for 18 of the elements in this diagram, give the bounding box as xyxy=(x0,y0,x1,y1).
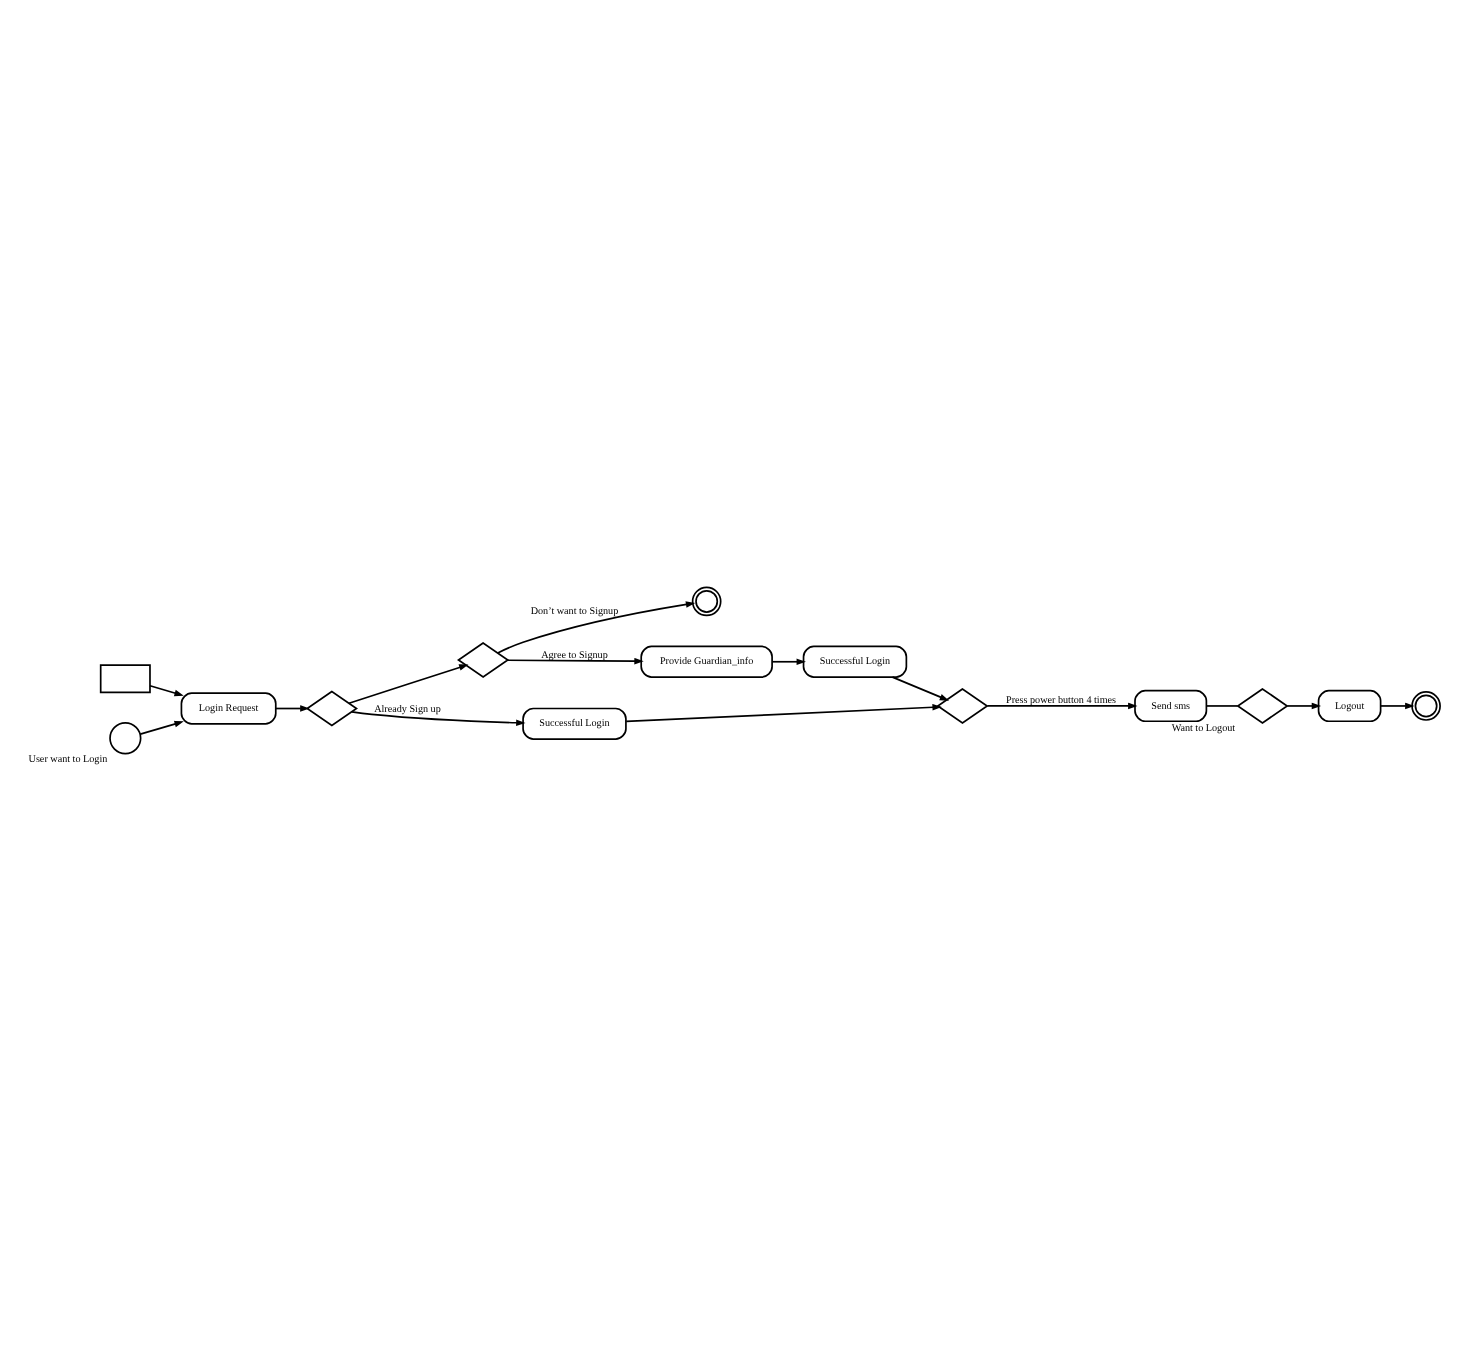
arrow xyxy=(771,657,806,665)
arrow xyxy=(1379,701,1415,709)
node-diamond xyxy=(1236,686,1289,723)
arrow xyxy=(350,709,526,726)
arrow xyxy=(496,600,696,653)
connector xyxy=(1205,704,1239,706)
arrow xyxy=(149,683,184,696)
arrow xyxy=(891,675,950,700)
node-diamond xyxy=(305,689,358,726)
arrow xyxy=(274,704,310,711)
arrow xyxy=(506,656,644,664)
arrow xyxy=(139,719,184,734)
arrow xyxy=(986,701,1138,709)
arrow xyxy=(1286,701,1322,709)
arrow xyxy=(625,703,942,722)
node-card xyxy=(99,663,151,693)
arrow xyxy=(348,663,469,704)
node-circle xyxy=(109,721,142,754)
